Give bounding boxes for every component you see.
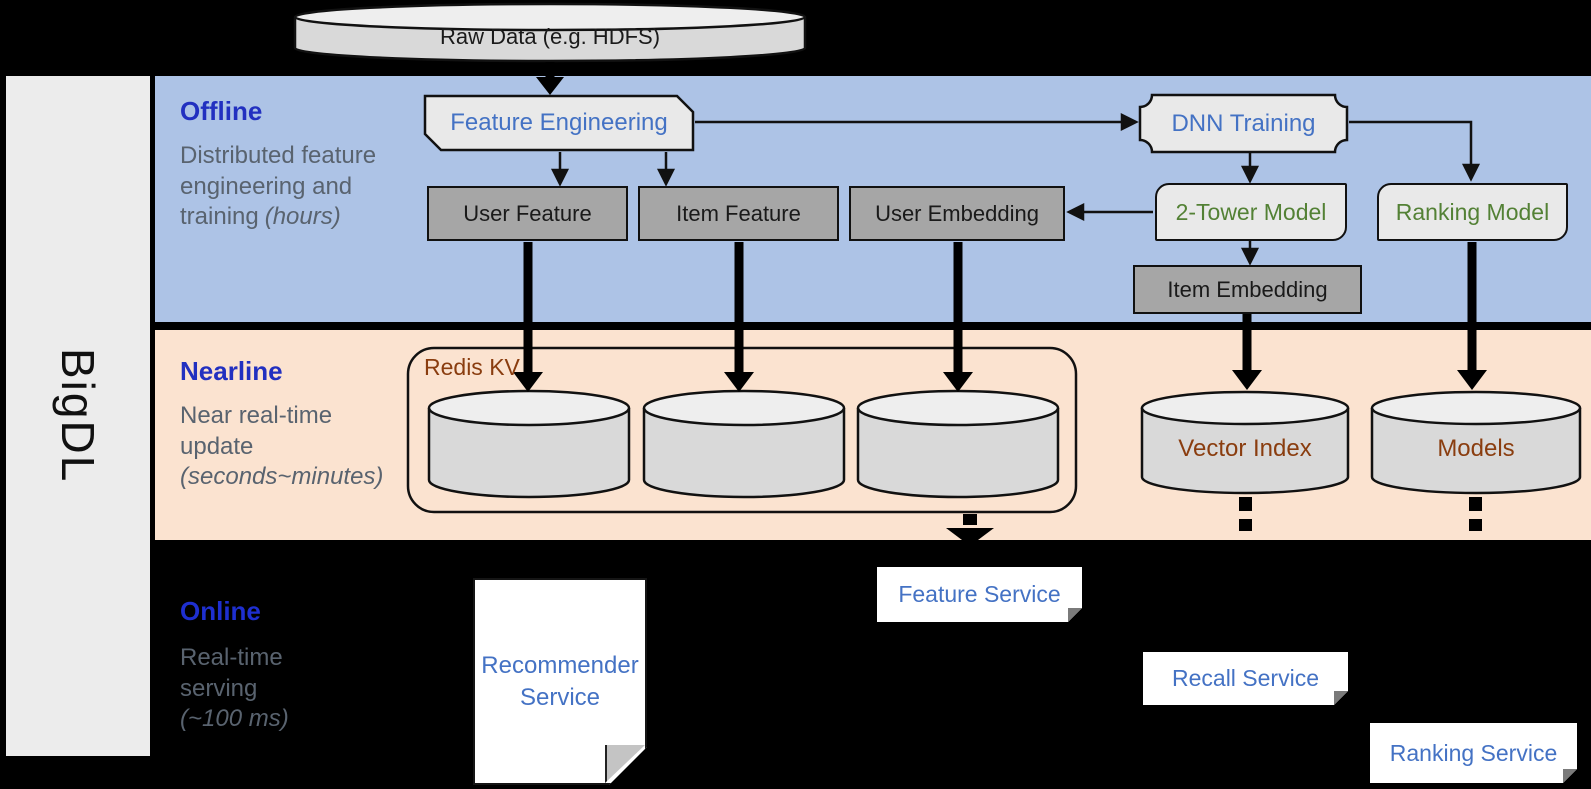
online-description: Real-time serving (~100 ms) bbox=[180, 643, 315, 735]
feature-engineering-label: Feature Engineering bbox=[450, 109, 668, 136]
bigdl-sidebar: BigDL bbox=[6, 76, 150, 756]
user-embedding-box: User Embedding bbox=[849, 186, 1065, 241]
recommender-service-doc: Recommender Service bbox=[473, 578, 647, 785]
offline-description: Distributed feature engineering and trai… bbox=[180, 141, 385, 233]
ranking-service-box: Ranking Service bbox=[1370, 723, 1577, 783]
feature-service-box: Feature Service bbox=[877, 567, 1082, 622]
recall-service-fold-corner bbox=[1334, 691, 1348, 705]
feature-service-fold-corner bbox=[1068, 608, 1082, 622]
redis-kv-label: Redis KV bbox=[424, 354, 520, 380]
recommender-service-label: Recommender Service bbox=[481, 652, 639, 711]
recall-service-label: Recall Service bbox=[1172, 665, 1319, 691]
ranking-service-label: Ranking Service bbox=[1389, 739, 1558, 766]
raw-data-label: Raw Data (e.g. HDFS) bbox=[439, 24, 661, 49]
item-feature-box: Item Feature bbox=[638, 186, 839, 241]
two-tower-model-box: 2-Tower Model bbox=[1155, 183, 1347, 241]
bigdl-label: BigDL bbox=[52, 348, 104, 484]
nearline-desc-text: Near real-time update bbox=[180, 402, 333, 460]
user-feature-box: User Feature bbox=[427, 186, 628, 241]
feature-service-label: Feature Service bbox=[898, 581, 1061, 607]
item-embedding-box: Item Embedding bbox=[1133, 265, 1362, 314]
dnn-training-label: DNN Training bbox=[1171, 109, 1316, 137]
recall-service-box: Recall Service bbox=[1143, 652, 1348, 705]
ranking-service-fold-corner bbox=[1563, 769, 1577, 783]
online-desc-text: Real-time serving bbox=[180, 644, 283, 702]
nearline-title: Nearline bbox=[180, 356, 283, 386]
models-label: Models bbox=[1437, 435, 1515, 462]
nearline-description: Near real-time update (seconds~minutes) bbox=[180, 401, 410, 493]
vector-index-label: Vector Index bbox=[1178, 435, 1312, 462]
offline-desc-italic: (hours) bbox=[264, 203, 341, 231]
offline-title: Offline bbox=[180, 96, 263, 126]
online-title: Online bbox=[180, 596, 261, 626]
ranking-model-box: Ranking Model bbox=[1377, 183, 1568, 241]
offline-desc-text: Distributed feature engineering and trai… bbox=[180, 142, 377, 231]
recommender-doc-fold-corner bbox=[605, 745, 645, 783]
online-desc-italic: (~100 ms) bbox=[180, 705, 289, 733]
nearline-desc-italic: (seconds~minutes) bbox=[180, 463, 384, 491]
